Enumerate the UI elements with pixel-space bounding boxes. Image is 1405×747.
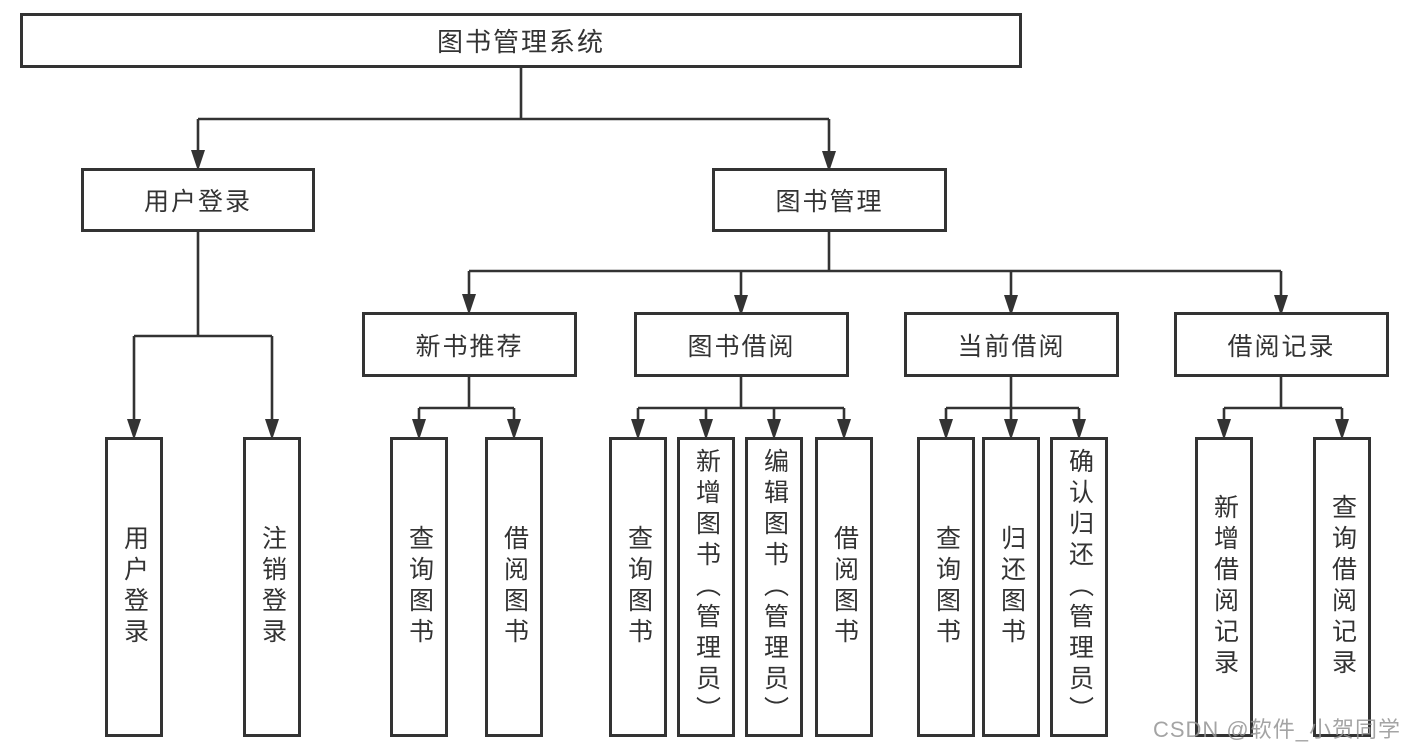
- node-label: 图书管理: [775, 188, 884, 216]
- node-label: 当前借阅: [957, 332, 1066, 361]
- leaf-current-confirm-return-admin: 确认归还（管理员）: [1050, 437, 1108, 737]
- node-label: 用户登录: [120, 525, 149, 649]
- node-borrow-records: 借阅记录: [1174, 312, 1389, 377]
- node-label: 借阅图书: [500, 525, 529, 649]
- node-user-login: 用户登录: [81, 168, 315, 232]
- leaf-current-return-book: 归还图书: [982, 437, 1040, 737]
- node-book-management: 图书管理: [712, 168, 947, 232]
- node-label: 归还图书: [997, 525, 1026, 649]
- node-label: 查询图书: [932, 525, 961, 649]
- node-label: 借阅记录: [1227, 332, 1336, 361]
- node-label: 查询图书: [624, 525, 653, 649]
- leaf-records-add-record: 新增借阅记录: [1195, 437, 1253, 737]
- node-label: 新增图书（管理员）: [692, 447, 721, 727]
- node-label: 新书推荐: [415, 332, 524, 361]
- node-label: 注销登录: [258, 525, 287, 649]
- node-label: 新增借阅记录: [1210, 494, 1239, 680]
- leaf-current-query-book: 查询图书: [917, 437, 975, 737]
- arrowheads: [127, 150, 1349, 440]
- leaf-borrow-edit-book-admin: 编辑图书（管理员）: [745, 437, 803, 737]
- node-label: 图书管理系统: [436, 27, 605, 57]
- node-new-book-recommend: 新书推荐: [362, 312, 577, 377]
- watermark: CSDN @软件_小贺同学: [1152, 717, 1401, 742]
- node-label: 图书借阅: [687, 332, 796, 361]
- leaf-logout: 注销登录: [243, 437, 301, 737]
- node-label: 查询借阅记录: [1328, 494, 1357, 680]
- node-label: 编辑图书（管理员）: [760, 447, 789, 727]
- leaf-recommend-borrow-book: 借阅图书: [485, 437, 543, 737]
- node-label: 查询图书: [405, 525, 434, 649]
- node-current-borrow: 当前借阅: [904, 312, 1119, 377]
- leaf-user-login: 用户登录: [105, 437, 163, 737]
- leaf-recommend-query-book: 查询图书: [390, 437, 448, 737]
- node-book-borrow: 图书借阅: [634, 312, 849, 377]
- leaf-borrow-add-book-admin: 新增图书（管理员）: [677, 437, 735, 737]
- node-label: 确认归还（管理员）: [1065, 447, 1094, 727]
- node-label: 用户登录: [143, 188, 252, 216]
- leaf-borrow-borrow-book: 借阅图书: [815, 437, 873, 737]
- leaf-records-query-record: 查询借阅记录: [1313, 437, 1371, 737]
- node-library-management-system: 图书管理系统: [20, 13, 1022, 68]
- leaf-borrow-query-book: 查询图书: [609, 437, 667, 737]
- node-label: 借阅图书: [830, 525, 859, 649]
